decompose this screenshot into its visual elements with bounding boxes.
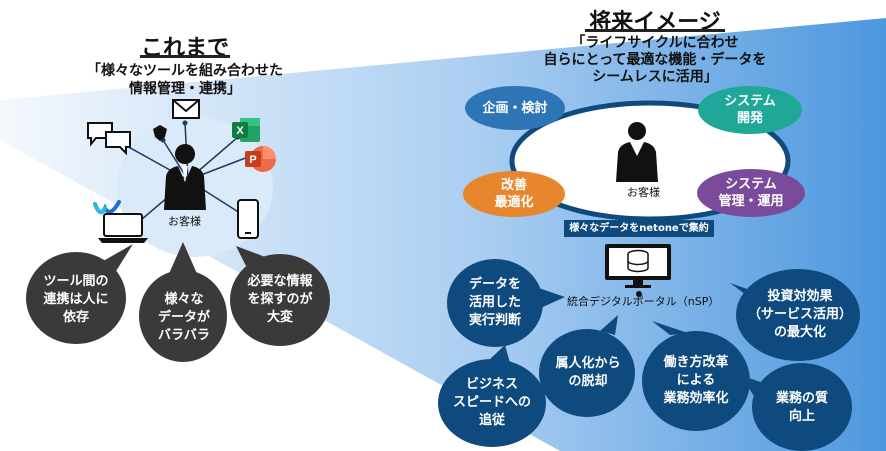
- left-bubble-1: ツール間の連携は人に依存: [43, 273, 109, 325]
- right-subtitle-2: 自らにとって最適な機能・データを: [543, 52, 767, 68]
- right-bubble-4: 属人化からの脱却: [555, 356, 621, 389]
- portal-label: 統合デジタルポータル（nSP）: [567, 295, 720, 308]
- mail-icon: [172, 99, 200, 119]
- right-bubble-6: 業務の質向上: [775, 391, 828, 424]
- data-aggregation-banner: 様々なデータをnetoneで集約: [564, 220, 714, 237]
- right-subtitle-1: 「ライフサイクルに合わせ: [571, 35, 739, 51]
- oval-operation: システム管理・運用: [697, 169, 805, 217]
- left-title-underline: [140, 55, 230, 58]
- portal-dot-marker: [636, 291, 642, 297]
- left-bubble-3: 必要な情報を探すのが大変: [247, 273, 313, 325]
- svg-text:X: X: [236, 125, 244, 137]
- right-bubble-shapes: [438, 259, 860, 451]
- smartphone-icon: [237, 199, 259, 239]
- shield-icon: [153, 125, 167, 141]
- left-customer-label: お客様: [168, 215, 201, 228]
- customer-person-icon: [164, 144, 206, 210]
- right-subtitle-3: シームレスに活用」: [592, 69, 718, 85]
- right-customer-label: お客様: [627, 186, 660, 199]
- left-bubble-shapes: [26, 242, 330, 362]
- left-bubble-2: 様々なデータがバラバラ: [157, 291, 210, 343]
- left-subtitle-1: 「様々なツールを組み合わせた: [87, 63, 283, 79]
- right-bubble-2: 投資対効果（サービス活用）の最大化: [747, 289, 852, 340]
- webex-icon: [93, 200, 121, 215]
- right-bubble-1: データを活用した実行判断: [468, 277, 521, 328]
- svg-text:P: P: [249, 154, 256, 166]
- right-bubble-3: ビジネススピードへの追従: [452, 377, 531, 428]
- oval-planning: 企画・検討: [465, 86, 565, 130]
- right-title-underline: [585, 29, 725, 32]
- powerpoint-icon: P: [245, 146, 276, 172]
- left-subtitle-2: 情報管理・連携」: [129, 81, 241, 97]
- laptop-icon: [98, 213, 148, 243]
- excel-icon: X: [232, 118, 260, 142]
- oval-improvement: 改善最適化: [463, 171, 565, 217]
- portal-monitor-icon: [605, 244, 671, 288]
- right-bubble-5: 働き方改革による業務効率化: [663, 355, 729, 406]
- oval-development: システム開発: [698, 86, 802, 134]
- chat-icon: [87, 122, 131, 156]
- right-customer-person-icon: [616, 122, 658, 182]
